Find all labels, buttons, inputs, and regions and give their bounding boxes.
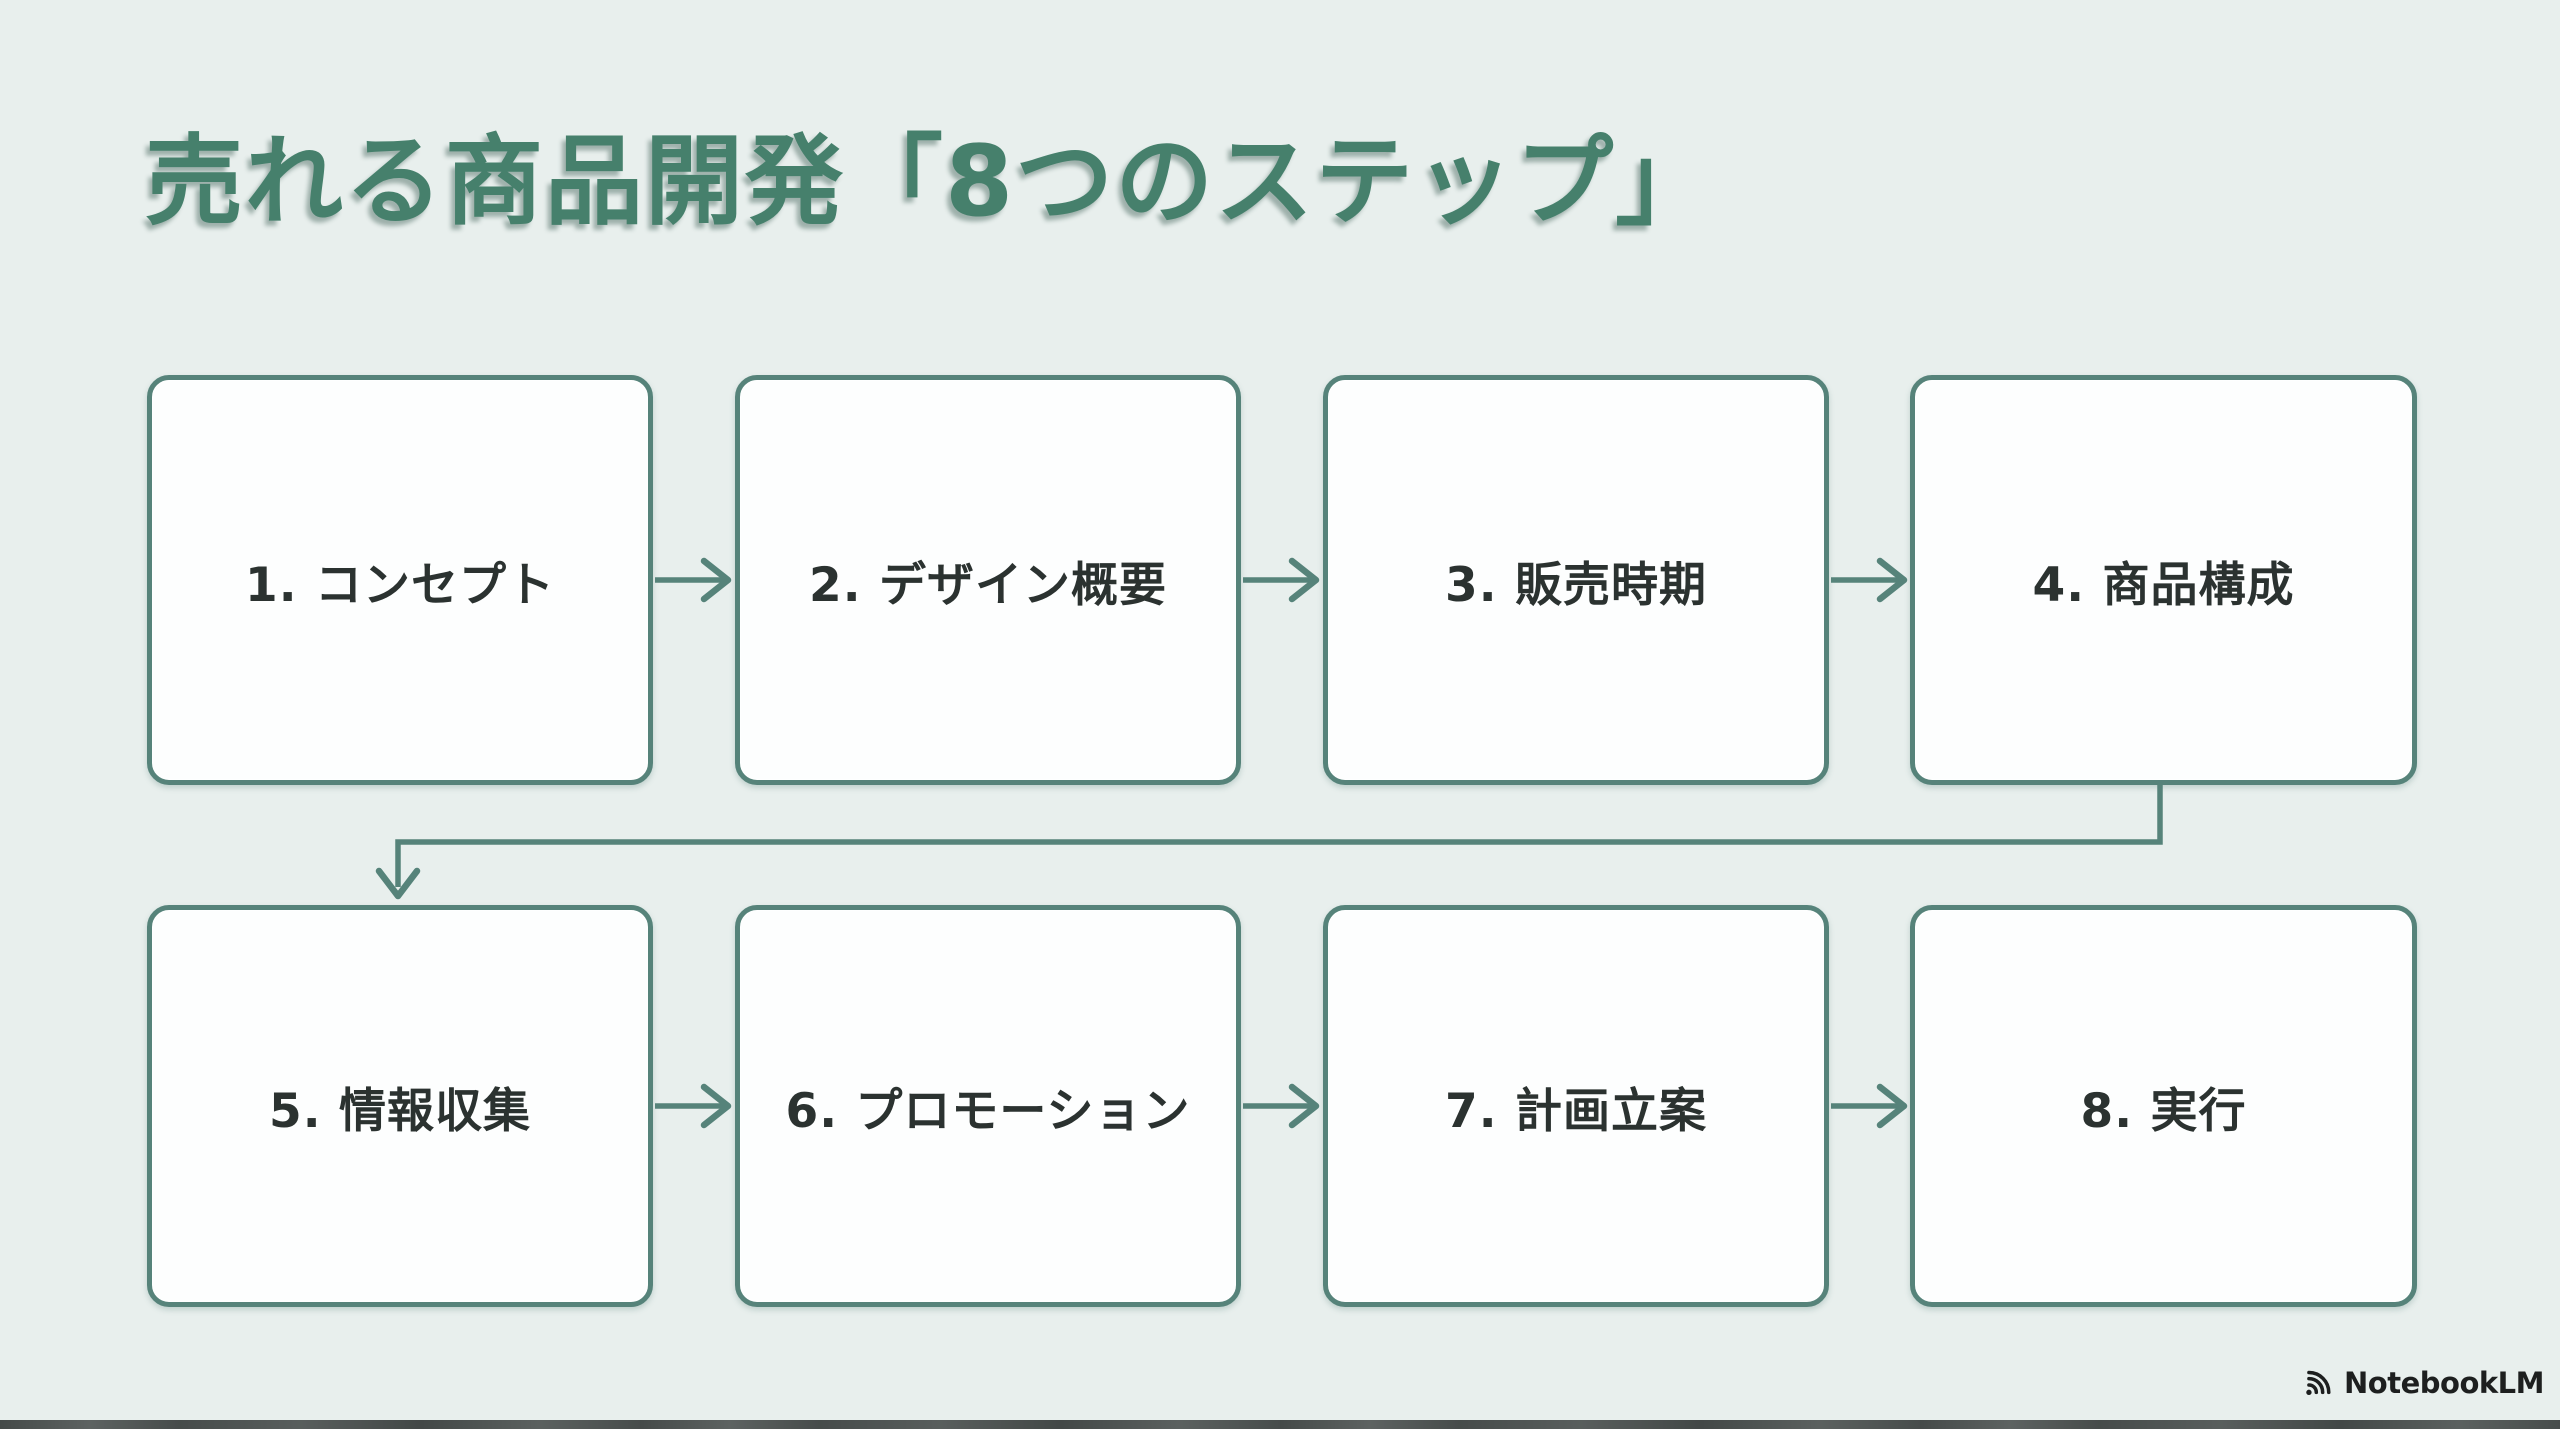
arrow-4-to-5-icon [375, 782, 2163, 900]
step-box-1: 1. コンセプト [147, 375, 653, 785]
step-box-4: 4. 商品構成 [1910, 375, 2417, 785]
arrow-1-to-2-icon [655, 557, 732, 603]
step-label-3: 3. 販売時期 [1445, 557, 1707, 613]
step-label-4: 4. 商品構成 [2032, 557, 2295, 613]
step-label-8: 8. 実行 [2080, 1083, 2247, 1139]
step-label-5: 5. 情報収集 [269, 1083, 531, 1139]
step-label-7: 7. 計画立案 [1445, 1083, 1707, 1139]
arrow-7-to-8-icon [1831, 1083, 1908, 1129]
notebooklm-logo-text: NotebookLM [2344, 1366, 2544, 1400]
arrow-3-to-4-icon [1831, 557, 1908, 603]
arrow-5-to-6-icon [655, 1083, 732, 1129]
page-title: 売れる商品開発「8つのステップ」 [145, 125, 1716, 239]
notebooklm-watermark: NotebookLM [2301, 1366, 2544, 1400]
step-box-6: 6. プロモーション [735, 905, 1241, 1307]
notebooklm-logo-icon [2306, 1370, 2331, 1396]
step-box-5: 5. 情報収集 [147, 905, 653, 1307]
bottom-edge-artifact [0, 1420, 2560, 1429]
step-box-7: 7. 計画立案 [1323, 905, 1829, 1307]
step-box-8: 8. 実行 [1910, 905, 2417, 1307]
step-box-2: 2. デザイン概要 [735, 375, 1241, 785]
arrow-2-to-3-icon [1243, 557, 1320, 603]
step-box-3: 3. 販売時期 [1323, 375, 1829, 785]
step-label-1: 1. コンセプト [245, 557, 555, 613]
step-label-6: 6. プロモーション [785, 1083, 1191, 1139]
step-label-2: 2. デザイン概要 [809, 557, 1167, 613]
arrow-6-to-7-icon [1243, 1083, 1320, 1129]
